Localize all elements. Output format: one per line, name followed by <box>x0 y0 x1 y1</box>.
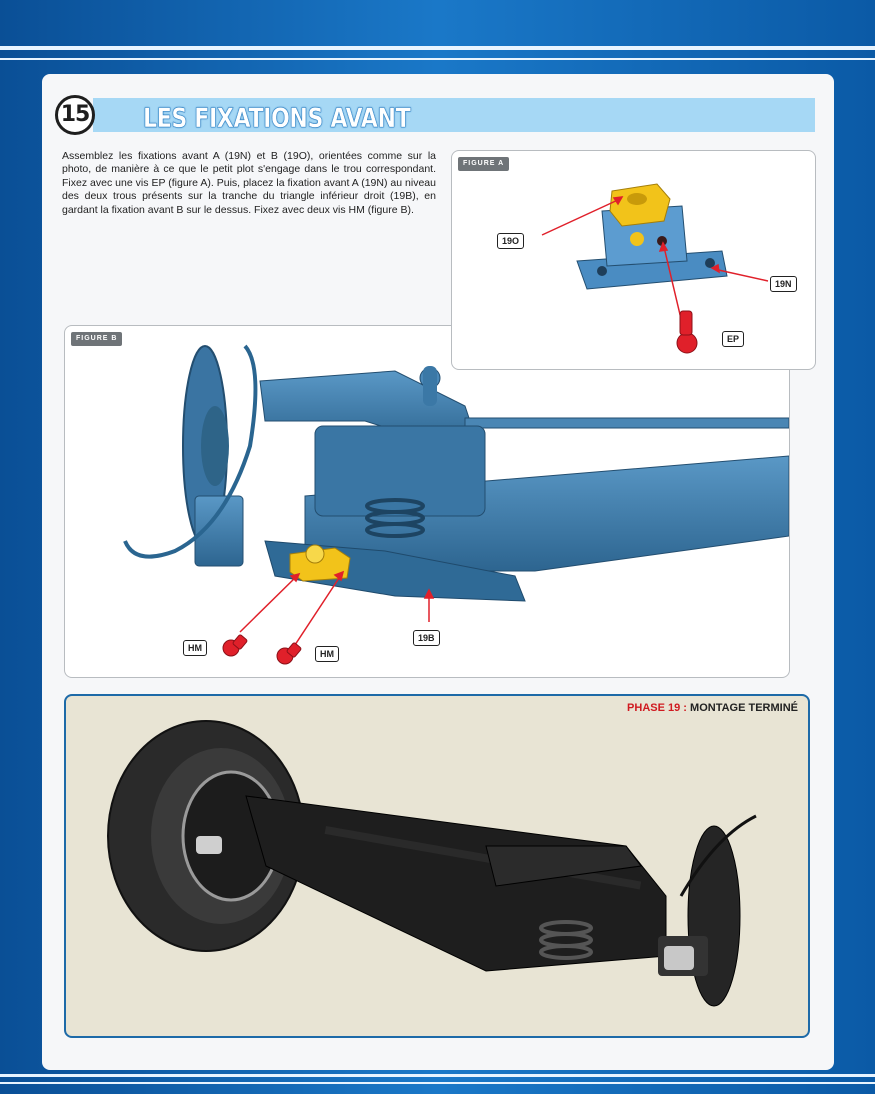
chassis-upper-box <box>314 425 486 517</box>
right-hub-clamp <box>664 946 694 970</box>
wire-assembled <box>679 814 757 897</box>
callout-hm-2: HM <box>315 646 339 662</box>
header-stripe-thin <box>0 58 875 60</box>
tie-rod <box>464 417 789 429</box>
phase-completed-panel: PHASE 19 : MONTAGE TERMINÉ <box>64 694 810 1038</box>
callout-hm-1: HM <box>183 640 207 656</box>
footer-stripe <box>0 1074 875 1077</box>
hub-clamp <box>196 836 222 854</box>
screw-ep <box>676 310 698 354</box>
callout-19o: 19O <box>497 233 525 249</box>
footer-stripe-thin <box>0 1082 875 1084</box>
step-header: LES FIXATIONS AVANT 15 <box>55 95 817 135</box>
front-mount-b <box>305 544 325 564</box>
coil-spring <box>365 498 425 538</box>
mount-19o <box>609 183 671 227</box>
callout-arrows <box>239 570 435 652</box>
front-mount-a <box>289 547 351 582</box>
callout-ep: EP <box>722 331 745 347</box>
chassis-assembly <box>245 795 667 972</box>
figure-a-tag: FIGURE A <box>458 157 510 171</box>
callout-19n: 19N <box>770 276 797 292</box>
arm-assembled <box>485 845 642 887</box>
figure-b-illustration <box>123 344 789 665</box>
brake-caliper <box>194 495 244 567</box>
instructions-text: Assemblez les fixations avant A (19N) et… <box>62 150 436 216</box>
phase-status: MONTAGE TERMINÉ <box>690 702 798 714</box>
figure-b-tag: FIGURE B <box>71 332 123 346</box>
phase-label: PHASE 19 : MONTAGE TERMINÉ <box>627 702 798 714</box>
callout-19b: 19B <box>413 630 440 646</box>
title-bar: LES FIXATIONS AVANT <box>93 98 815 134</box>
upper-pin <box>423 366 437 406</box>
page-title: LES FIXATIONS AVANT <box>143 103 411 134</box>
hub-center <box>201 406 229 486</box>
brake-wire <box>123 344 258 559</box>
screw-hm-1 <box>222 634 248 657</box>
phase-number: PHASE 19 <box>627 702 681 714</box>
figure-a-arrows <box>541 196 769 324</box>
phase-separator: : <box>680 702 691 714</box>
figure-b: FIGURE B <box>64 325 790 678</box>
assembled-suspension-illustration <box>107 720 757 1007</box>
right-brake-disc <box>687 825 741 1007</box>
spring-assembled <box>539 920 593 960</box>
header-stripe <box>0 46 875 50</box>
screw-hm-2 <box>276 642 302 665</box>
step-number-badge: 15 <box>55 95 95 135</box>
figure-a-illustration <box>541 183 769 354</box>
figure-a: FIGURE A 19O 19N EP <box>451 150 816 370</box>
